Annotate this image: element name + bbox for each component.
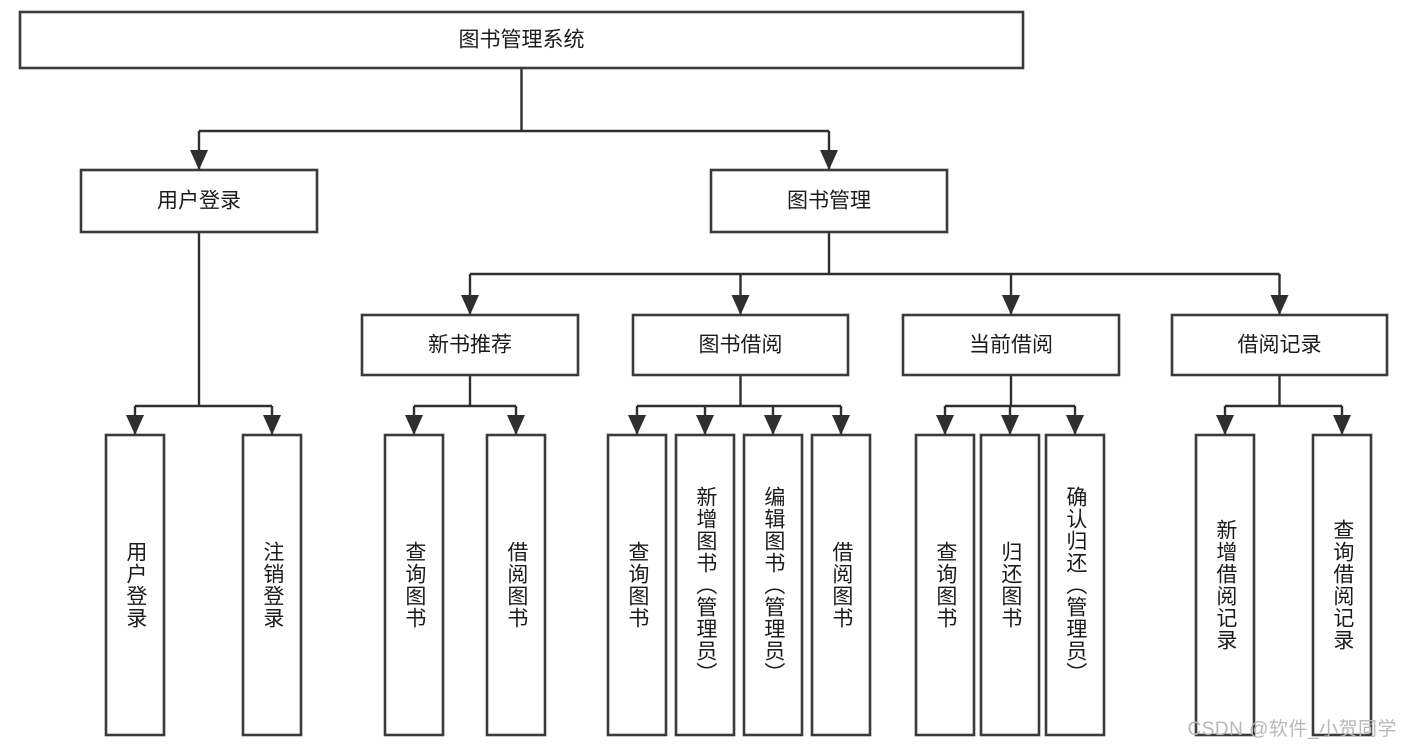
current-borrow-arrow-0 (936, 415, 954, 435)
leaf-node-leaf-add-book-rect (674, 433, 736, 737)
root-node-book-management-system-label: 图书管理系统 (459, 29, 585, 52)
book-borrow-arrow-1 (696, 415, 714, 435)
node-new-book-recommend[interactable]: 新书推荐 (360, 313, 580, 377)
leaf-node-leaf-confirm-return[interactable] (1044, 433, 1106, 737)
leaf-node-leaf-query-book-cur-rect (914, 433, 976, 737)
user-login-arrow-1 (263, 415, 281, 435)
leaf-node-leaf-logout[interactable] (241, 433, 303, 737)
leaf-node-leaf-query-book-borrow[interactable] (606, 433, 668, 737)
node-book-borrow-rect (631, 313, 850, 377)
node-new-book-recommend-label: 新书推荐 (428, 334, 512, 357)
node-new-book-recommend-rect (360, 313, 580, 377)
connector-layer (126, 68, 1351, 435)
borrow-record-arrow-1 (1333, 415, 1351, 435)
watermark-text: CSDN @软件_小贺同学 (1187, 719, 1397, 740)
node-current-borrow-rect (901, 313, 1121, 377)
node-borrow-record-label: 借阅记录 (1238, 334, 1322, 357)
node-user-login-rect (79, 168, 319, 234)
current-borrow-arrow-1 (1001, 415, 1019, 435)
leaf-node-leaf-return-book[interactable] (979, 433, 1041, 737)
book-manage-arrow-2 (1002, 295, 1020, 315)
node-book-manage[interactable]: 图书管理 (709, 168, 949, 234)
leaf-node-leaf-add-record-rect (1194, 433, 1256, 737)
node-book-manage-rect (709, 168, 949, 234)
leaf-node-leaf-edit-book[interactable] (742, 433, 804, 737)
root-arrow-0 (190, 150, 208, 170)
borrow-record-arrow-0 (1216, 415, 1234, 435)
node-borrow-record-rect (1170, 313, 1389, 377)
leaf-node-leaf-borrow-book-rec[interactable] (485, 433, 547, 737)
book-borrow-arrow-2 (764, 415, 782, 435)
node-current-borrow[interactable]: 当前借阅 (901, 313, 1121, 377)
leaf-node-leaf-confirm-return-rect (1044, 433, 1106, 737)
leaf-node-leaf-user-login[interactable] (104, 433, 166, 737)
leaf-node-leaf-add-record[interactable] (1194, 433, 1256, 737)
node-book-borrow[interactable]: 图书借阅 (631, 313, 850, 377)
user-login-arrow-0 (126, 415, 144, 435)
book-manage-arrow-3 (1270, 295, 1289, 315)
leaf-node-leaf-query-book-rec-rect (383, 433, 445, 737)
leaf-node-leaf-return-book-rect (979, 433, 1041, 737)
leaf-node-leaf-add-book[interactable] (674, 433, 736, 737)
node-borrow-record[interactable]: 借阅记录 (1170, 313, 1389, 377)
book-manage-arrow-0 (461, 295, 479, 315)
root-node-book-management-system[interactable]: 图书管理系统 (18, 10, 1025, 70)
leaf-node-leaf-borrow-book-rec-rect (485, 433, 547, 737)
root-node-book-management-system-rect (18, 10, 1025, 70)
current-borrow-arrow-2 (1066, 415, 1084, 435)
node-user-login[interactable]: 用户登录 (79, 168, 319, 234)
root-arrow-1 (820, 150, 838, 170)
new-book-recommend-arrow-1 (507, 415, 525, 435)
leaf-node-leaf-query-book-cur[interactable] (914, 433, 976, 737)
book-borrow-arrow-3 (832, 415, 850, 435)
leaf-node-leaf-borrow-book-rect (810, 433, 872, 737)
book-borrow-arrow-0 (628, 415, 646, 435)
leaf-node-leaf-edit-book-rect (742, 433, 804, 737)
leaf-node-leaf-query-book-borrow-rect (606, 433, 668, 737)
node-book-borrow-label: 图书借阅 (699, 334, 783, 357)
book-manage-arrow-1 (731, 295, 750, 315)
leaf-node-leaf-borrow-book[interactable] (810, 433, 872, 737)
new-book-recommend-arrow-0 (405, 415, 423, 435)
leaf-node-leaf-query-record[interactable] (1311, 433, 1373, 737)
leaf-node-leaf-query-record-rect (1311, 433, 1373, 737)
leaf-node-leaf-query-book-rec[interactable] (383, 433, 445, 737)
node-book-manage-label: 图书管理 (787, 190, 871, 213)
leaf-node-leaf-logout-rect (241, 433, 303, 737)
node-current-borrow-label: 当前借阅 (969, 334, 1053, 357)
leaf-node-leaf-user-login-rect (104, 433, 166, 737)
node-user-login-label: 用户登录 (157, 190, 241, 213)
